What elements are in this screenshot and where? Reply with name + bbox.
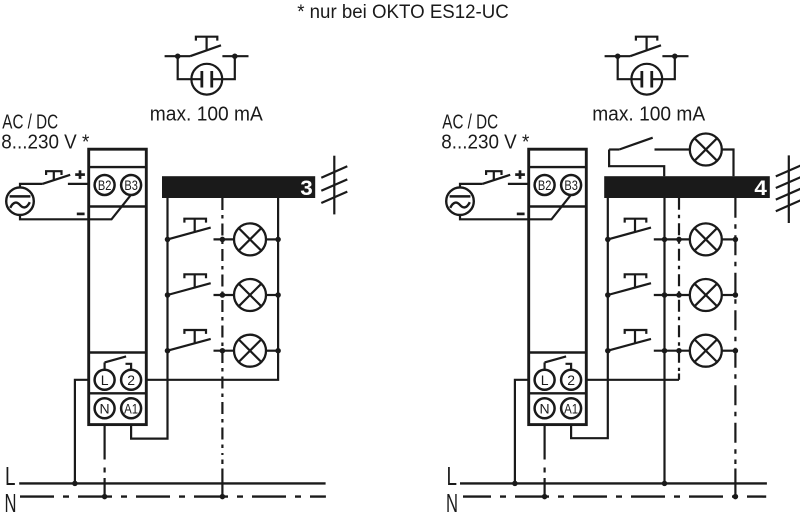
- svg-text:A1: A1: [564, 400, 578, 416]
- svg-text:8...230 V *: 8...230 V *: [1, 130, 89, 153]
- svg-text:N: N: [446, 490, 458, 518]
- svg-text:L: L: [5, 463, 16, 491]
- svg-text:L: L: [447, 463, 458, 491]
- svg-text:L: L: [541, 372, 549, 388]
- svg-text:B2: B2: [538, 177, 552, 193]
- svg-text:N: N: [100, 400, 110, 416]
- svg-text:2: 2: [127, 372, 135, 388]
- svg-text:AC / DC: AC / DC: [442, 111, 498, 134]
- svg-text:N: N: [5, 490, 17, 518]
- svg-text:3: 3: [300, 176, 313, 200]
- svg-text:2: 2: [567, 372, 575, 388]
- svg-text:AC / DC: AC / DC: [2, 111, 58, 134]
- svg-text:B3: B3: [124, 177, 138, 193]
- svg-text:max. 100 mA: max. 100 mA: [150, 103, 264, 125]
- svg-text:B3: B3: [564, 177, 578, 193]
- svg-text:L: L: [101, 372, 109, 388]
- svg-text:4: 4: [754, 176, 767, 200]
- svg-text:max. 100 mA: max. 100 mA: [592, 103, 706, 125]
- svg-text:N: N: [540, 400, 550, 416]
- svg-text:8...230 V *: 8...230 V *: [441, 130, 529, 153]
- svg-text:A1: A1: [124, 400, 138, 416]
- svg-text:* nur bei OKTO ES12-UC: * nur bei OKTO ES12-UC: [297, 1, 509, 23]
- svg-text:B2: B2: [98, 177, 112, 193]
